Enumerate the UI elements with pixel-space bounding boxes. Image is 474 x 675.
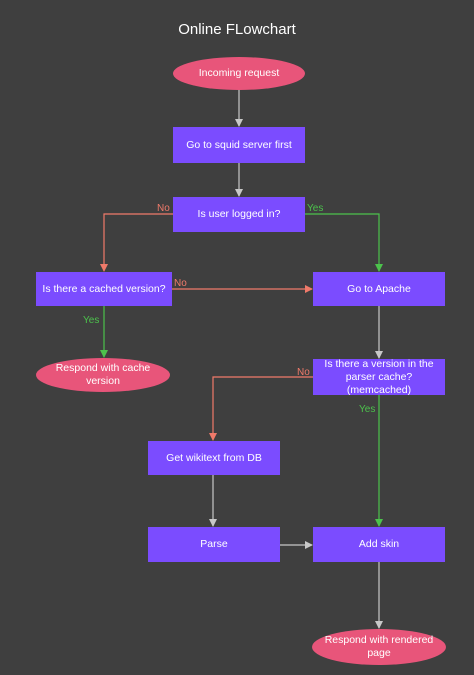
edge-logged-in-yes <box>305 213 383 272</box>
incoming-request-label: Incoming request <box>198 67 280 79</box>
logged-in-no-label: No <box>157 203 170 214</box>
cached-no-label: No <box>174 278 187 289</box>
parse-node: Parse <box>148 527 280 562</box>
apache-node: Go to Apache <box>313 272 445 306</box>
diagram-title: Online FLowchart <box>178 21 296 38</box>
respond-rendered-label: Respond with rendered page <box>324 634 434 659</box>
edge-parser-no <box>209 376 313 441</box>
squid-server-label: Go to squid server first <box>186 138 292 151</box>
incoming-request-node: Incoming request <box>173 57 305 90</box>
add-skin-node: Add skin <box>313 527 445 562</box>
parse-label: Parse <box>200 538 228 550</box>
user-logged-in-node: Is user logged in? <box>173 197 305 232</box>
squid-server-node: Go to squid server first <box>173 127 305 163</box>
edge-logged-in-no <box>100 213 173 272</box>
wikitext-db-node: Get wikitext from DB <box>148 441 280 475</box>
cached-version-label: Is there a cached version? <box>42 282 166 295</box>
wikitext-db-label: Get wikitext from DB <box>166 451 262 464</box>
cached-version-node: Is there a cached version? <box>36 272 172 306</box>
cached-yes-label: Yes <box>83 315 100 326</box>
parser-yes-label: Yes <box>359 404 376 415</box>
apache-label: Go to Apache <box>347 282 411 295</box>
parser-cache-label: Is there a version in the parser cache? … <box>324 357 434 396</box>
add-skin-label: Add skin <box>358 538 400 550</box>
parser-cache-node: Is there a version in the parser cache? … <box>313 357 445 396</box>
respond-cache-node: Respond with cache version <box>36 358 170 392</box>
respond-cache-label: Respond with cache version <box>55 362 151 387</box>
parser-no-label: No <box>297 367 310 378</box>
respond-rendered-node: Respond with rendered page <box>312 629 446 665</box>
user-logged-in-label: Is user logged in? <box>197 208 281 220</box>
logged-in-yes-label: Yes <box>307 203 324 214</box>
